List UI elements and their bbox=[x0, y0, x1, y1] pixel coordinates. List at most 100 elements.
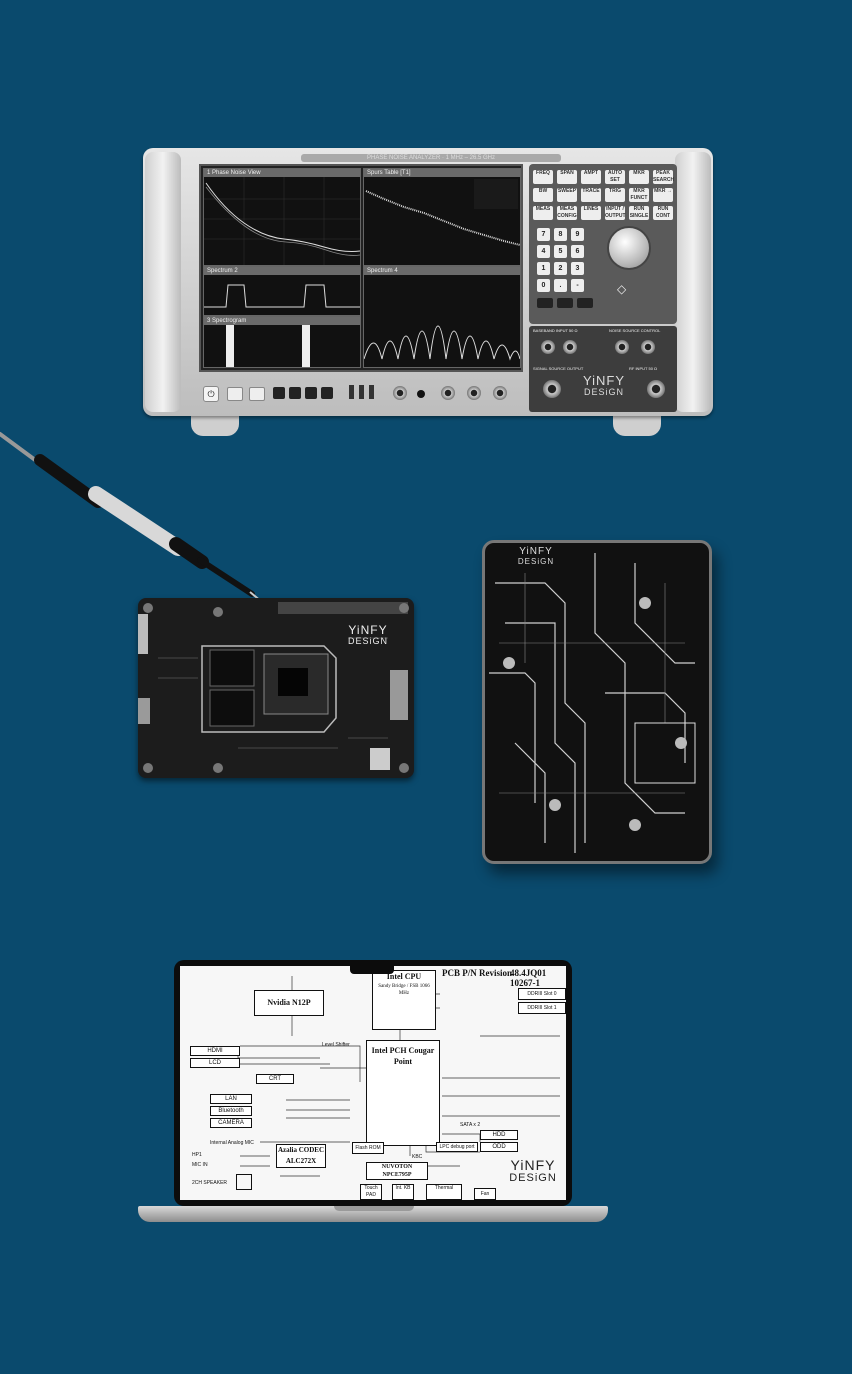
flash-rom-block: Flash ROM bbox=[352, 1142, 384, 1154]
analyzer-foot-right bbox=[613, 414, 661, 436]
key-run-single[interactable]: RUN SINGLE bbox=[629, 206, 649, 220]
numkey-8[interactable]: 8 bbox=[554, 228, 567, 241]
key-freq[interactable]: FREQ bbox=[533, 170, 553, 184]
key-span[interactable]: SPAN bbox=[557, 170, 577, 184]
numkey-3[interactable]: 3 bbox=[571, 262, 584, 275]
numkey-7[interactable]: 7 bbox=[537, 228, 550, 241]
key-trace[interactable]: TRACE bbox=[581, 188, 601, 202]
softkey[interactable] bbox=[289, 387, 301, 399]
noise-source-label: NOISE SOURCE CONTROL bbox=[609, 328, 661, 333]
headphone-label: HP1 bbox=[192, 1152, 202, 1158]
key-mkr[interactable]: MKR bbox=[629, 170, 649, 184]
keyboard-block: Int. KB bbox=[392, 1184, 414, 1200]
front-connector[interactable] bbox=[441, 386, 455, 400]
numkey-2[interactable]: 2 bbox=[554, 262, 567, 275]
trigger-connector[interactable] bbox=[641, 340, 655, 354]
phase-noise-trace bbox=[204, 177, 360, 265]
rf-input-label: RF INPUT 50 Ω bbox=[629, 366, 658, 371]
spectrum-analyzer-device: PHASE NOISE ANALYZER · 1 MHz – 26.5 GHz … bbox=[143, 148, 713, 438]
key-meas-config[interactable]: MEAS CONFIG bbox=[557, 206, 577, 220]
analyzer-input-panel: BASEBAND INPUT 50 Ω NOISE SOURCE CONTROL… bbox=[529, 326, 677, 412]
baseband-connector[interactable] bbox=[563, 340, 577, 354]
key-mkr-funct[interactable]: MKR FUNCT bbox=[629, 188, 649, 202]
arrow-keys-icon[interactable]: ◇ bbox=[617, 282, 627, 296]
front-button[interactable] bbox=[249, 387, 265, 401]
baseband-input-label: BASEBAND INPUT 50 Ω bbox=[533, 328, 578, 333]
key-input-output[interactable]: INPUT / OUTPUT bbox=[605, 206, 626, 220]
spectrogram-pane: 3 Spectrogram bbox=[203, 316, 361, 368]
analyzer-model-label: PHASE NOISE ANALYZER · 1 MHz – 26.5 GHz bbox=[301, 154, 561, 162]
numkey-1[interactable]: 1 bbox=[537, 262, 550, 275]
board-brand-logo: YiNFY DESiGN bbox=[347, 623, 388, 646]
spurs-trace bbox=[365, 179, 520, 246]
softkey[interactable] bbox=[273, 387, 285, 399]
unit-key[interactable] bbox=[537, 298, 553, 308]
unit-key[interactable] bbox=[557, 298, 573, 308]
hdd-block: HDD bbox=[480, 1130, 518, 1140]
front-button[interactable] bbox=[227, 387, 243, 401]
usb-port[interactable] bbox=[349, 385, 354, 399]
signal-source-connector[interactable] bbox=[543, 380, 561, 398]
baseband-connector[interactable] bbox=[541, 340, 555, 354]
embedded-board: YiNFY DESiGN bbox=[138, 598, 414, 778]
numkey-4[interactable]: 4 bbox=[537, 245, 550, 258]
spectrum4-pane: Spectrum 4 bbox=[363, 266, 521, 368]
key-peak-search[interactable]: PEAK SEARCH bbox=[653, 170, 675, 184]
camera-block: CAMERA bbox=[210, 1118, 252, 1128]
key-auto-set[interactable]: AUTO SET bbox=[605, 170, 625, 184]
tablet-device: YiNFY DESiGN bbox=[482, 540, 712, 864]
usb-port[interactable] bbox=[369, 385, 374, 399]
noise-source-connector[interactable] bbox=[615, 340, 629, 354]
touchpad-block: Touch PAD bbox=[360, 1184, 382, 1200]
power-icon[interactable]: ⏻ bbox=[203, 386, 219, 402]
sata-label: SATA x 2 bbox=[460, 1122, 481, 1128]
spectrum4-trace bbox=[364, 325, 520, 361]
key-ampt[interactable]: AMPT bbox=[581, 170, 601, 184]
front-connector[interactable] bbox=[493, 386, 507, 400]
rotary-knob[interactable] bbox=[607, 226, 651, 270]
key-trig[interactable]: TRIG bbox=[605, 188, 625, 202]
numkey-9[interactable]: 9 bbox=[571, 228, 584, 241]
numkey-5[interactable]: 5 bbox=[554, 245, 567, 258]
pane-title: Spurs Table [T1] bbox=[364, 169, 520, 177]
unit-key[interactable] bbox=[577, 298, 593, 308]
pane-title: 1 Phase Noise View bbox=[204, 169, 360, 177]
front-connector[interactable] bbox=[393, 386, 407, 400]
laptop-opening-lip bbox=[334, 1206, 414, 1211]
headphone-jack[interactable] bbox=[417, 390, 425, 398]
oscilloscope-probe bbox=[0, 432, 263, 603]
key-run-cont[interactable]: RUN CONT bbox=[653, 206, 673, 220]
softkey[interactable] bbox=[305, 387, 317, 399]
pane-title: Spectrum 4 bbox=[364, 267, 520, 275]
key-meas[interactable]: MEAS bbox=[533, 206, 553, 220]
speaker-icon bbox=[236, 1174, 252, 1190]
lpc-debug-block: LPC debug port bbox=[436, 1142, 478, 1152]
pcb-part-number: 48.4JQ01 bbox=[510, 968, 547, 978]
key-sweep[interactable]: SWEEP bbox=[557, 188, 577, 202]
usb-port[interactable] bbox=[359, 385, 364, 399]
cpu-block: Intel CPU Sandy Bridge / FSB 1066 MHz bbox=[372, 970, 436, 1030]
key-lines[interactable]: LINES bbox=[581, 206, 601, 220]
laptop-base bbox=[138, 1206, 608, 1222]
numkey-minus[interactable]: - bbox=[571, 279, 584, 292]
front-connector[interactable] bbox=[467, 386, 481, 400]
rf-input-connector[interactable] bbox=[647, 380, 665, 398]
tablet-pcb-art bbox=[489, 553, 696, 853]
tablet-brand-logo: YiNFY DESiGN bbox=[517, 546, 555, 567]
thermal-block: Thermal bbox=[426, 1184, 462, 1200]
mic-in-label: MIC IN bbox=[192, 1162, 208, 1168]
gpu-block: Nvidia N12P bbox=[254, 990, 324, 1016]
softkey[interactable] bbox=[321, 387, 333, 399]
lcd-block: LCD bbox=[190, 1058, 240, 1068]
laptop-device: Nvidia N12P Intel CPU Sandy Bridge / FSB… bbox=[138, 960, 608, 1228]
laptop-brand-logo: YiNFY DESiGN bbox=[509, 1157, 557, 1184]
key-mkr-arrow[interactable]: MKR → bbox=[653, 188, 673, 202]
numkey-0[interactable]: 0 bbox=[537, 279, 550, 292]
key-bw[interactable]: BW bbox=[533, 188, 553, 202]
analyzer-keypad: FREQ SPAN AMPT AUTO SET MKR PEAK SEARCH … bbox=[529, 164, 677, 324]
analyzer-screen: 1 Phase Noise View Spurs Table [T1] Spec… bbox=[199, 164, 523, 372]
laptop-screen: Nvidia N12P Intel CPU Sandy Bridge / FSB… bbox=[180, 966, 566, 1200]
numkey-dot[interactable]: . bbox=[554, 279, 567, 292]
crt-block: CRT bbox=[256, 1074, 294, 1084]
numkey-6[interactable]: 6 bbox=[571, 245, 584, 258]
